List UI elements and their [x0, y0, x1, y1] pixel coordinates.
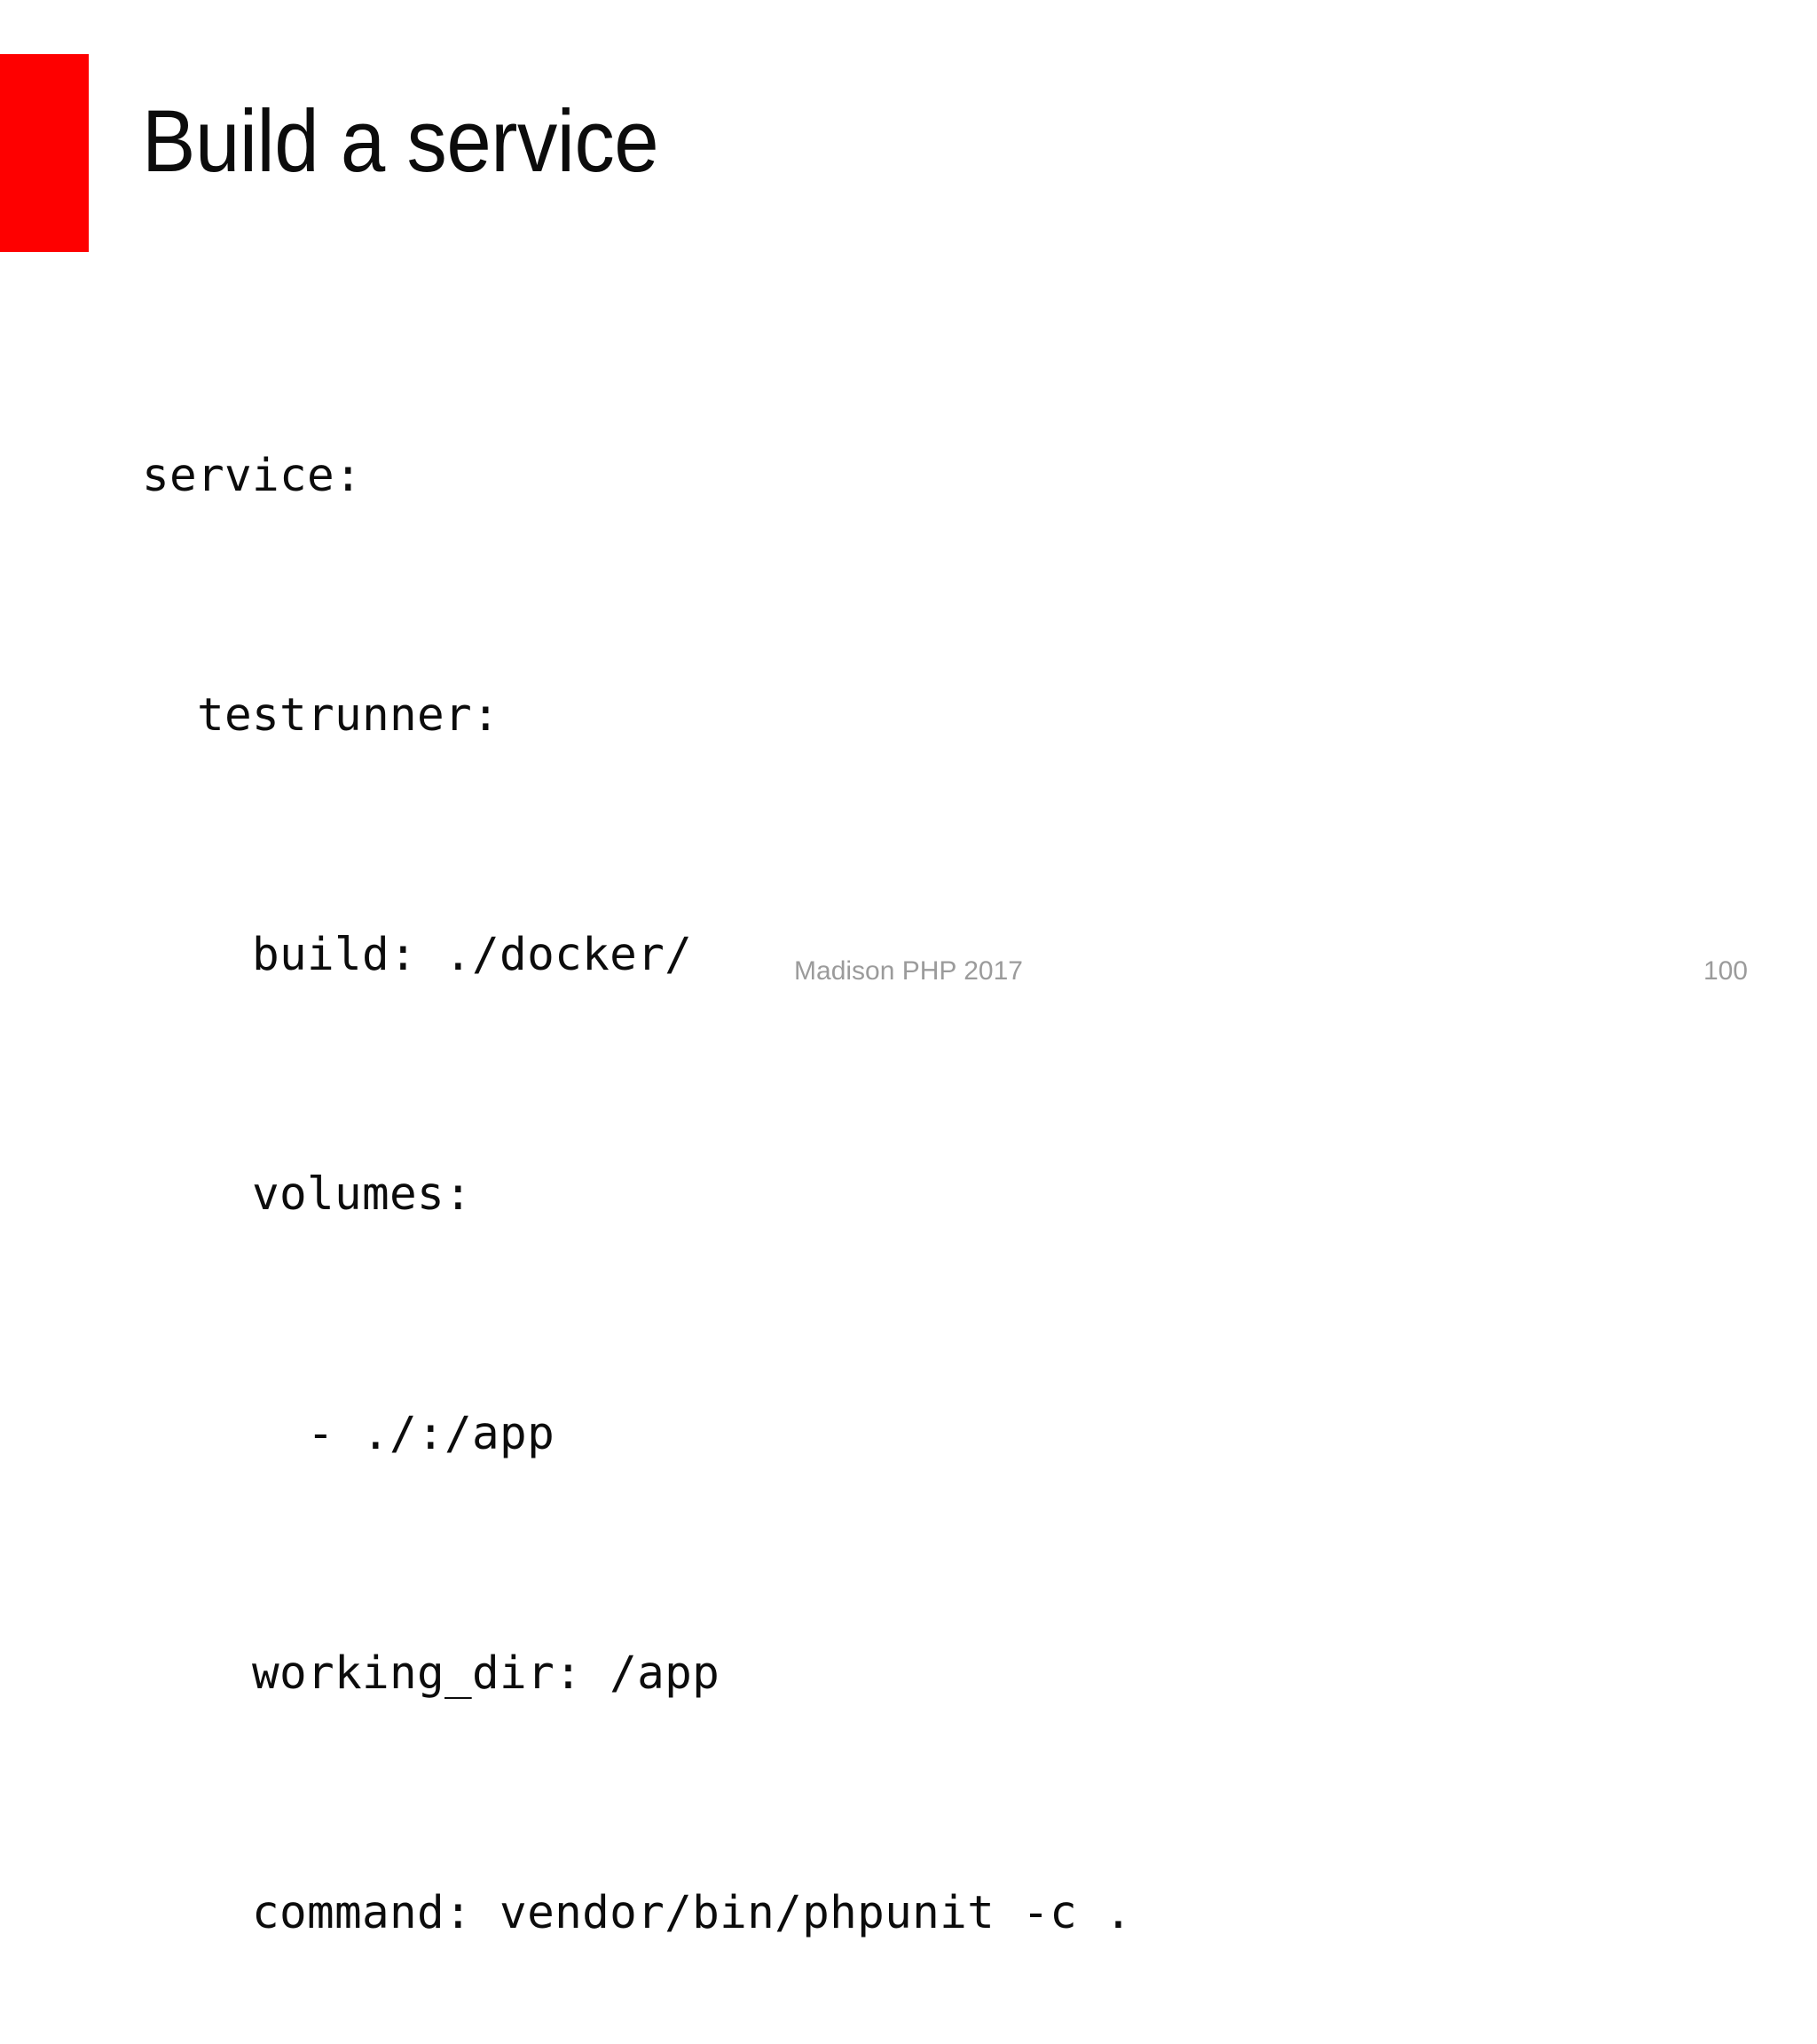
- code-line: command: vendor/bin/phpunit -c .: [142, 1887, 1133, 1939]
- code-line: - ./:/app: [142, 1408, 555, 1460]
- code-line: working_dir: /app: [142, 1647, 720, 1700]
- presentation-slide: Build a service service: testrunner: bui…: [0, 54, 1748, 1939]
- slide-page-number: 100: [1703, 956, 1748, 986]
- code-block: service: testrunner: build: ./docker/ vo…: [142, 277, 1132, 2044]
- red-accent-bar: [0, 54, 89, 252]
- page-title: Build a service: [142, 91, 659, 190]
- code-line: volumes:: [142, 1168, 473, 1221]
- code-line: testrunner:: [142, 689, 500, 742]
- footer-conference-label: Madison PHP 2017: [794, 956, 1023, 986]
- code-line: build: ./docker/: [142, 929, 693, 981]
- code-line: service:: [142, 450, 363, 502]
